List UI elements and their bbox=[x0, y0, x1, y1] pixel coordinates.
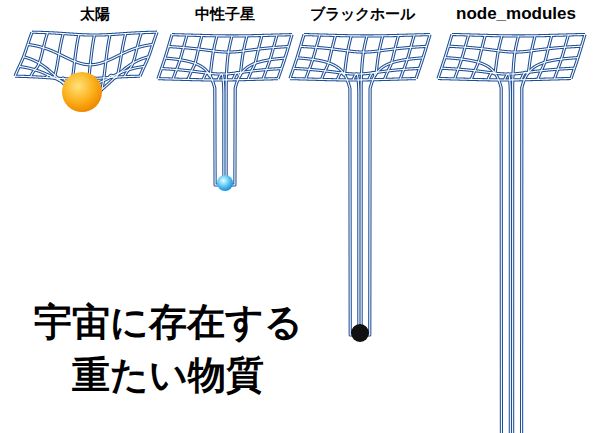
grid-line bbox=[172, 35, 292, 36]
grid-line bbox=[248, 35, 262, 79]
spacetime-grid bbox=[158, 35, 292, 189]
grid-line bbox=[158, 35, 172, 79]
grid-line bbox=[140, 32, 157, 76]
spacetime-grid bbox=[438, 34, 585, 433]
well-label: 太陽 bbox=[80, 5, 110, 23]
grid-line-highlight bbox=[301, 46, 427, 52]
grid-line-highlight bbox=[452, 34, 585, 35]
black-hole-dot bbox=[351, 324, 369, 342]
grid-line-highlight bbox=[46, 34, 63, 78]
grid-line-highlight bbox=[263, 35, 277, 79]
well-label: ブラックホール bbox=[310, 5, 415, 23]
grid-line-highlight bbox=[248, 35, 262, 79]
grid-line bbox=[416, 35, 430, 79]
grid-line-highlight bbox=[32, 32, 157, 35]
grid-line-highlight bbox=[165, 58, 285, 185]
grid-line bbox=[173, 35, 187, 79]
grid-line bbox=[455, 35, 469, 79]
grid-line-highlight bbox=[438, 78, 571, 79]
grid-line bbox=[290, 35, 304, 79]
grid-line-highlight bbox=[438, 34, 452, 78]
grid-line bbox=[400, 35, 414, 79]
grid-line-highlight bbox=[278, 35, 292, 79]
grid-line bbox=[263, 35, 277, 79]
grid-line-highlight bbox=[140, 32, 157, 76]
grid-line bbox=[32, 32, 157, 35]
grid-line bbox=[165, 58, 285, 185]
grid-line bbox=[218, 36, 232, 189]
grid-line-highlight bbox=[15, 32, 32, 76]
grid-line bbox=[162, 69, 282, 75]
grid-line-highlight bbox=[158, 35, 172, 79]
grid-line-highlight bbox=[28, 44, 153, 64]
grid-line-highlight bbox=[505, 36, 519, 433]
grid-line-highlight bbox=[455, 35, 469, 79]
grid-line bbox=[554, 35, 568, 79]
grid-line-highlight bbox=[162, 69, 282, 75]
neutron-star-ball bbox=[217, 175, 233, 191]
grid-line-highlight bbox=[554, 35, 568, 79]
grid-line-highlight bbox=[172, 35, 292, 36]
grid-line-highlight bbox=[169, 47, 289, 53]
spacetime-grid bbox=[290, 35, 430, 339]
grid-line-highlight bbox=[449, 46, 582, 52]
grid-line-highlight bbox=[218, 36, 232, 189]
grid-line-highlight bbox=[294, 68, 420, 74]
sun-ball bbox=[62, 72, 102, 112]
grid-line-highlight bbox=[304, 35, 430, 36]
grid-line-highlight bbox=[306, 35, 320, 79]
grid-line-highlight bbox=[31, 33, 48, 77]
grid-line-highlight bbox=[173, 35, 187, 79]
grid-line bbox=[304, 35, 430, 36]
grid-line-highlight bbox=[416, 35, 430, 79]
grid-line-highlight bbox=[445, 58, 578, 433]
title-text: 宇宙に存在する 重たい物質 bbox=[18, 296, 318, 402]
grid-line-highlight bbox=[158, 79, 278, 80]
grid-line-highlight bbox=[400, 35, 414, 79]
grid-line bbox=[278, 35, 292, 79]
grid-line bbox=[294, 68, 420, 74]
grid-line bbox=[297, 58, 423, 335]
well-label: 中性子星 bbox=[195, 5, 255, 23]
grid-line-highlight bbox=[297, 58, 423, 335]
grid-line bbox=[306, 35, 320, 79]
grid-line-highlight bbox=[290, 35, 304, 79]
grid-line-highlight bbox=[290, 79, 416, 80]
grid-line-highlight bbox=[538, 35, 552, 79]
grid-line bbox=[385, 35, 399, 79]
grid-line-highlight bbox=[322, 35, 336, 79]
grid-line bbox=[442, 68, 575, 74]
grid-line bbox=[505, 36, 519, 433]
grid-line-highlight bbox=[442, 68, 575, 74]
grid-line-highlight bbox=[188, 35, 202, 79]
grid-line bbox=[445, 58, 578, 433]
grid-line-highlight bbox=[385, 35, 399, 79]
grid-line bbox=[452, 34, 585, 35]
well-label: node_modules bbox=[456, 4, 576, 24]
grid-line-highlight bbox=[471, 35, 485, 79]
grid-line bbox=[538, 35, 552, 79]
grid-line-highlight bbox=[353, 36, 367, 339]
grid-line-highlight bbox=[571, 34, 585, 78]
